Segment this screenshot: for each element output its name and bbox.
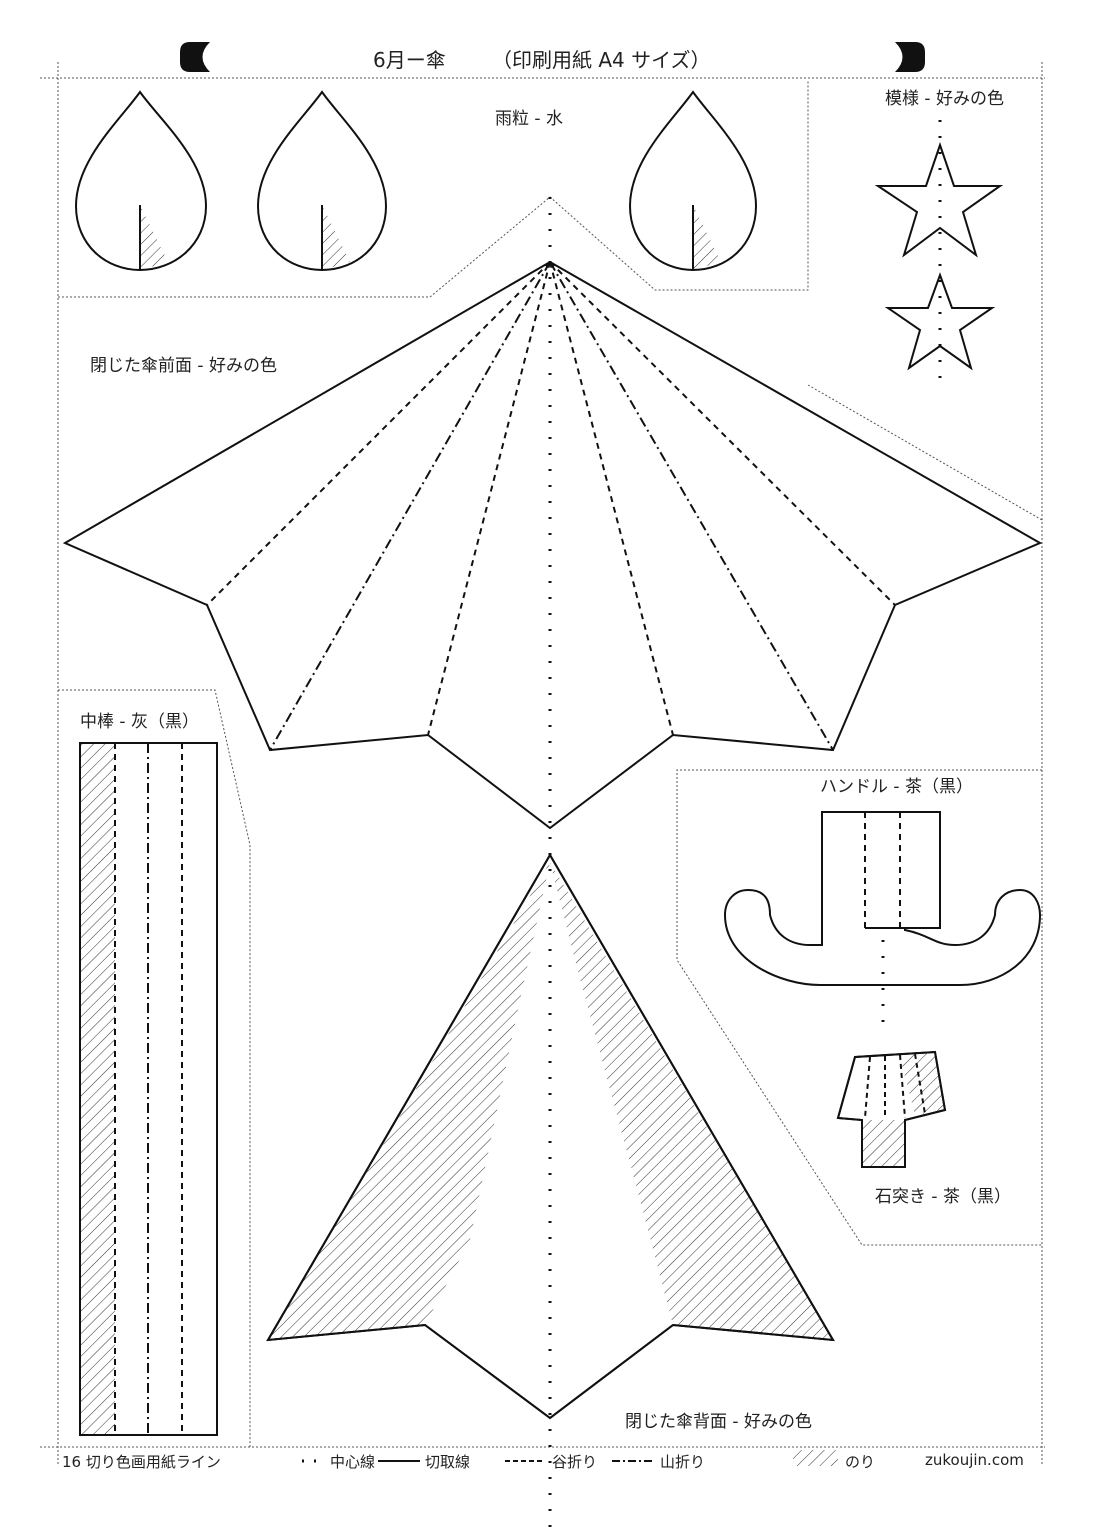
tip-piece	[836, 1050, 947, 1168]
legend-center: 中心線	[330, 1453, 376, 1471]
legend-marks	[302, 1450, 838, 1466]
raindrop	[628, 90, 758, 272]
label-pattern: 模様 - 好みの色	[885, 89, 1004, 109]
raindrops	[74, 90, 758, 272]
raindrop	[256, 90, 388, 272]
star-shape	[884, 272, 996, 371]
stars	[874, 141, 1004, 371]
legend-paper: 16 切り色画用紙ライン	[62, 1453, 221, 1471]
cut-guides	[40, 62, 1045, 1465]
legend-valley: 谷折り	[552, 1453, 598, 1471]
label-front: 閉じた傘前面 - 好みの色	[90, 356, 277, 376]
legend-glue: のり	[845, 1453, 876, 1471]
label-raindrop: 雨粒 - 水	[495, 109, 563, 129]
legend-cut: 切取線	[425, 1453, 471, 1471]
label-handle: ハンドル - 茶（黒）	[820, 777, 973, 797]
legend-site: zukoujin.com	[925, 1451, 1024, 1469]
label-pole: 中棒 - 灰（黒）	[80, 712, 199, 732]
page-title: 6月ー傘	[373, 48, 446, 72]
page-subtitle: （印刷用紙 A4 サイズ）	[492, 48, 711, 72]
moon-right-icon	[895, 42, 925, 72]
label-tip: 石突き - 茶（黒）	[875, 1187, 1011, 1207]
umbrella-back	[266, 853, 835, 1420]
raindrop	[74, 90, 208, 272]
pole-piece	[79, 742, 218, 1436]
moon-left-icon	[180, 42, 210, 72]
legend-mountain: 山折り	[660, 1453, 706, 1471]
label-back: 閉じた傘背面 - 好みの色	[625, 1412, 812, 1432]
umbrella-front	[62, 260, 1043, 830]
handle-piece	[723, 811, 1042, 1030]
